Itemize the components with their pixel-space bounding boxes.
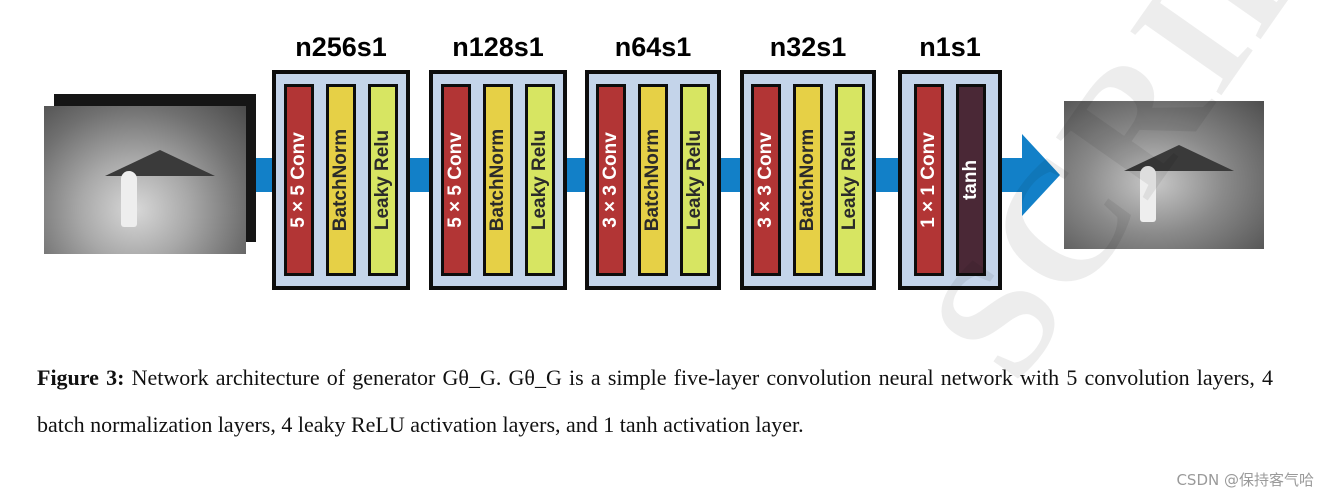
output-image [1064,101,1264,249]
layer-label: BatchNorm [797,128,818,232]
output-image-person [1140,166,1156,223]
watermark-credit: CSDN @保持客气哈 [1176,471,1314,489]
stage-label: n64s1 [614,32,692,62]
stage-label: n128s1 [452,32,544,62]
layer-conv: 1 × 1 Conv [914,84,944,276]
stage-label: n1s1 [919,32,981,62]
layer-act: Leaky Relu [525,84,555,276]
generator-pipeline: n256s1 5 × 5 Conv BatchNorm Leaky Relu n128s… [44,32,1264,290]
layer-label: Leaky Relu [839,129,860,231]
layer-label: 3 × 3 Conv [600,132,621,228]
layer-norm: BatchNorm [638,84,668,276]
layer-tanh: tanh [956,84,986,276]
layer-act: Leaky Relu [680,84,710,276]
layer-act: Leaky Relu [835,84,865,276]
layer-label: BatchNorm [330,128,351,232]
input-image-shelter [104,150,215,177]
input-image [44,106,246,254]
layer-label: Leaky Relu [529,129,550,231]
caption-label: Figure 3: [37,365,125,390]
figure-caption: Figure 3: Network architecture of genera… [37,354,1273,448]
layer-label: Leaky Relu [372,129,393,231]
layer-label: 3 × 3 Conv [755,132,776,228]
layer-norm: BatchNorm [793,84,823,276]
layer-conv: 5 × 5 Conv [284,84,314,276]
stage-block: 5 × 5 Conv BatchNorm Leaky Relu [272,70,410,290]
layer-label: Leaky Relu [684,129,705,231]
layer-label: BatchNorm [487,128,508,232]
layer-act: Leaky Relu [368,84,398,276]
layer-label: BatchNorm [642,128,663,232]
stage-block: 5 × 5 Conv BatchNorm Leaky Relu [429,70,567,290]
stage-label: n256s1 [295,32,387,62]
flow-arrow-head-icon [1022,134,1060,216]
stage-label: n32s1 [769,32,847,62]
caption-text: Network architecture of generator Gθ_G. … [37,365,1274,437]
layer-label: 5 × 5 Conv [445,132,466,228]
layer-conv: 5 × 5 Conv [441,84,471,276]
layer-label: 1 × 1 Conv [918,132,939,228]
stage-block: 3 × 3 Conv BatchNorm Leaky Relu [740,70,876,290]
stage-block: 1 × 1 Conv tanh [898,70,1002,290]
layer-conv: 3 × 3 Conv [596,84,626,276]
stage-block: 3 × 3 Conv BatchNorm Leaky Relu [585,70,721,290]
layer-label: 5 × 5 Conv [288,132,309,228]
layer-conv: 3 × 3 Conv [751,84,781,276]
layer-norm: BatchNorm [483,84,513,276]
layer-norm: BatchNorm [326,84,356,276]
input-image-person [120,171,137,228]
